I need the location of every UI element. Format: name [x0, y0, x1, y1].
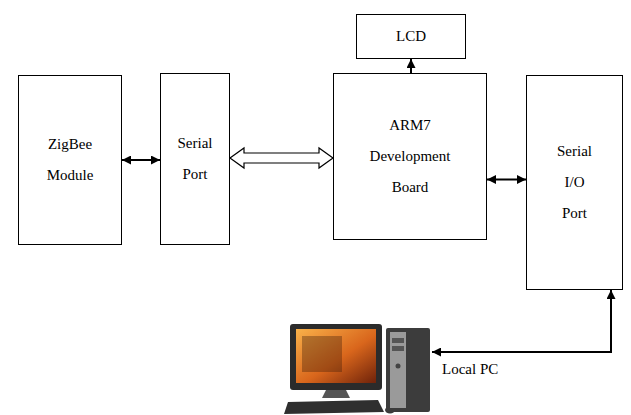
port-box: Serial Port — [160, 73, 230, 245]
bus-arrow — [230, 148, 333, 168]
box-label: ARM7 Development Board — [364, 110, 456, 203]
computer-picture: Local PC — [282, 322, 432, 415]
signal-arrow — [432, 290, 611, 352]
box-label: Serial Port — [170, 128, 220, 190]
signal-arrow — [487, 179, 526, 181]
display-box: LCD — [356, 14, 466, 59]
board-box: ARM7 Development Board — [333, 73, 487, 240]
module-box: ZigBee Module — [18, 75, 122, 245]
port-box: Serial I/O Port — [526, 75, 623, 290]
signal-arrow — [410, 59, 412, 73]
picture-label: Local PC — [442, 360, 498, 378]
box-label: LCD — [396, 21, 426, 52]
computer-illustration — [282, 322, 432, 415]
box-label: Serial I/O Port — [553, 136, 597, 229]
signal-arrow — [122, 159, 160, 161]
box-label: ZigBee Module — [40, 129, 100, 191]
